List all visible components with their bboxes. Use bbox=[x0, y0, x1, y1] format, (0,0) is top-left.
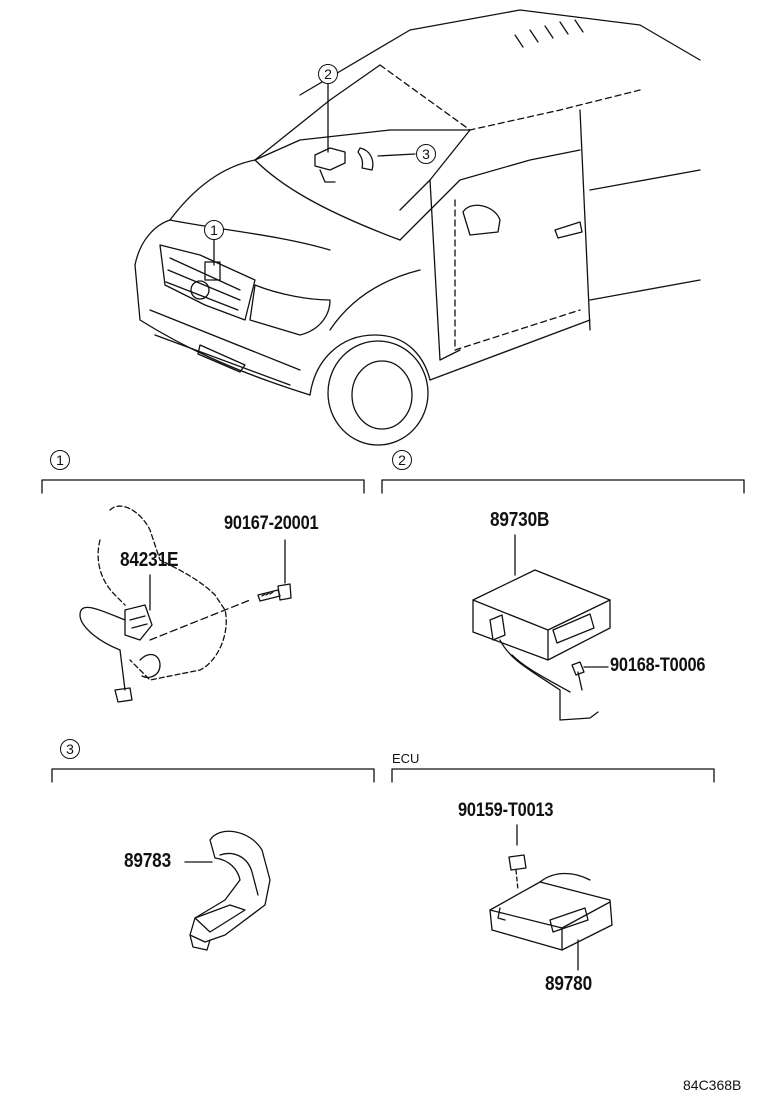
callout-2-label: 2 bbox=[324, 66, 332, 82]
callout-3: 3 bbox=[416, 144, 436, 164]
section-ecu-label: ECU bbox=[392, 751, 420, 766]
callout-1-label: 1 bbox=[210, 222, 218, 238]
part-number-90168-T0006: 90168-T0006 bbox=[610, 655, 706, 676]
figure-id: 84C368B bbox=[683, 1077, 742, 1093]
part-number-90159-T0013: 90159-T0013 bbox=[458, 800, 554, 821]
part-number-89730B: 89730B bbox=[490, 509, 550, 531]
sensor-assembly-84231E bbox=[79, 505, 292, 703]
computer-89730B bbox=[472, 534, 611, 721]
callout-3-label: 3 bbox=[422, 146, 430, 162]
vehicle-illustration bbox=[134, 9, 701, 446]
callout-1: 1 bbox=[204, 220, 224, 240]
section-2-number: 2 bbox=[392, 450, 412, 470]
part-number-90167-20001: 90167-20001 bbox=[224, 513, 319, 534]
section-1-number-label: 1 bbox=[56, 452, 64, 468]
bracket-89783 bbox=[184, 830, 271, 951]
part-number-89783: 89783 bbox=[124, 850, 171, 872]
section-brackets bbox=[41, 479, 745, 783]
section-2-number-label: 2 bbox=[398, 452, 406, 468]
part-number-84231E: 84231E bbox=[120, 549, 179, 571]
callout-2: 2 bbox=[318, 64, 338, 84]
part-number-89780: 89780 bbox=[545, 973, 592, 995]
section-1-number: 1 bbox=[50, 450, 70, 470]
section-3-number-label: 3 bbox=[66, 741, 74, 757]
ecu-89780 bbox=[489, 824, 613, 971]
section-3-number: 3 bbox=[60, 739, 80, 759]
